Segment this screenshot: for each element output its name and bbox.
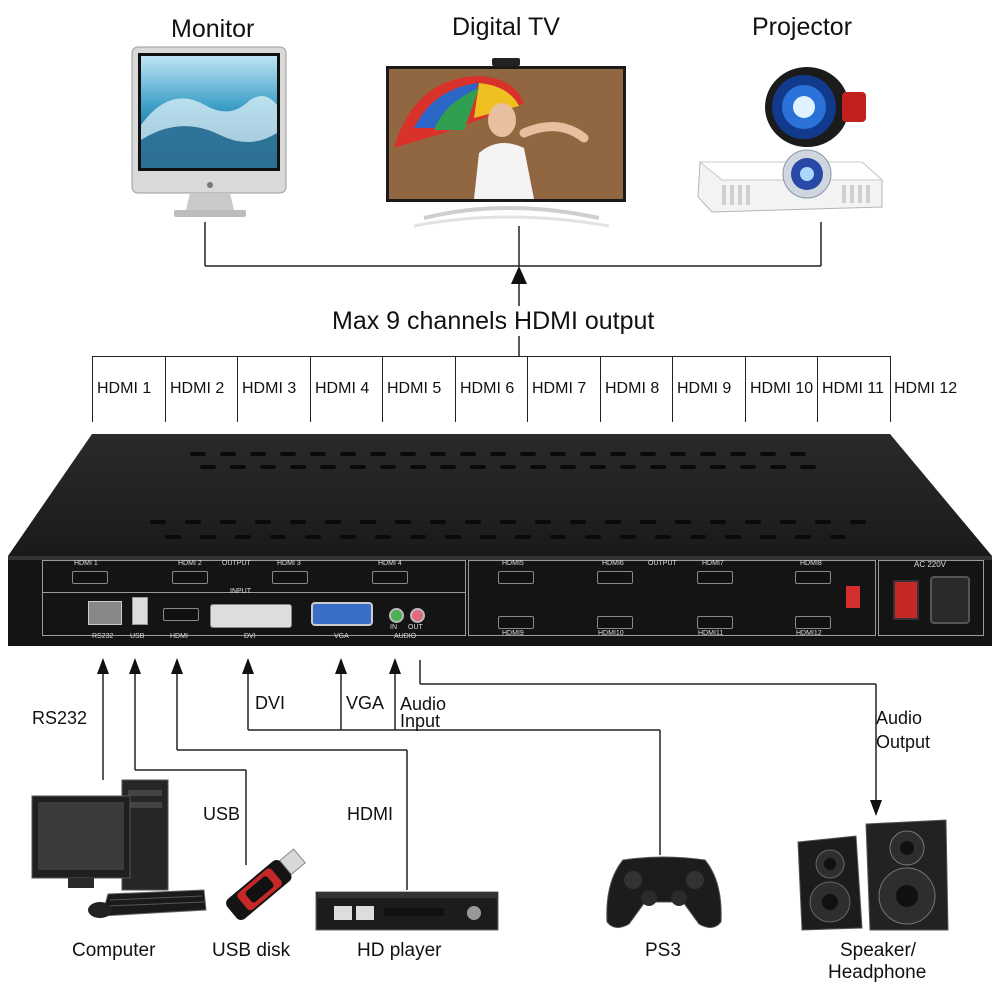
usb-port (132, 597, 148, 625)
channel-hdmi-1: HDMI 1 (97, 380, 152, 397)
speaker-label-1: Speaker/ (840, 940, 917, 961)
panel-label-hdmi4: HDMI 4 (378, 560, 402, 567)
vga-label: VGA (346, 693, 385, 713)
panel-label-usb: USB (130, 633, 145, 640)
hdmi-out-12-port (795, 616, 831, 629)
hdmi-in-port (163, 608, 199, 621)
hdmi-out-5-port (498, 571, 534, 584)
panel-label-vga: VGA (334, 633, 349, 640)
hdmi-out-1-port (72, 571, 108, 584)
audio-out-jack (410, 608, 425, 623)
channel-hdmi-6: HDMI 6 (460, 380, 515, 397)
channel-hdmi-2: HDMI 2 (170, 380, 225, 397)
hdmi-out-10-port (597, 616, 633, 629)
audio-out-label: OUT (408, 624, 423, 631)
hdmi-out-11-port (697, 616, 733, 629)
audio-input-label-2: Input (400, 711, 441, 731)
hdmi-out-2-port (172, 571, 208, 584)
monitor-image (131, 46, 287, 217)
output-connector-lines (204, 222, 822, 356)
rs232-port (88, 601, 122, 625)
hdmi-out-6-port (597, 571, 633, 584)
panel-label-hdmi5: HDMI5 (502, 560, 524, 567)
speaker-image (797, 819, 949, 931)
panel-left-section (42, 560, 466, 636)
panel-label-input: INPUT (230, 588, 251, 595)
channel-hdmi-5: HDMI 5 (387, 380, 442, 397)
audio-output-label-2: Output (876, 732, 931, 752)
input-connector-lines (97, 658, 882, 890)
panel-label-hdmi2: HDMI 2 (178, 560, 202, 567)
panel-label-hdmi8: HDMI8 (800, 560, 822, 567)
ps3-label: PS3 (645, 940, 681, 961)
panel-label-dvi: DVI (244, 633, 256, 640)
hd-player-image (315, 891, 499, 931)
monitor-label: Monitor (171, 15, 255, 43)
hd-player-label: HD player (357, 940, 442, 961)
channel-hdmi-3: HDMI 3 (242, 380, 297, 397)
projector-label: Projector (752, 13, 853, 41)
panel-label-hdmi9: HDMI9 (502, 630, 524, 637)
panel-label-hdmi7: HDMI7 (702, 560, 724, 567)
panel-label-output-left: OUTPUT (222, 560, 251, 567)
hdmi-out-7-port (697, 571, 733, 584)
dvi-port (210, 604, 292, 628)
ps3-controller-image (606, 856, 722, 928)
power-socket (930, 576, 970, 624)
panel-label-audio: AUDIO (394, 633, 417, 640)
channel-hdmi-7: HDMI 7 (532, 380, 587, 397)
power-label: AC 220V (914, 560, 947, 569)
speaker-label-2: Headphone (828, 962, 927, 983)
vga-port (311, 602, 373, 626)
panel-label-hdmi1: HDMI 1 (74, 560, 98, 567)
dip-switch (846, 586, 860, 608)
panel-label-rs232: RS232 (92, 633, 114, 640)
hdmi-out-8-port (795, 571, 831, 584)
channel-hdmi-11: HDMI 11 (822, 380, 884, 397)
computer-image (31, 779, 207, 918)
panel-label-hdmi12: HDMI12 (796, 630, 822, 637)
panel-label-hdmi-in: HDMI (170, 633, 188, 640)
usb-disk-image (226, 848, 306, 920)
hdmi-label: HDMI (347, 804, 393, 824)
power-switch (893, 580, 919, 620)
panel-right-section (468, 560, 876, 636)
audio-in-label: IN (390, 624, 397, 631)
channel-hdmi-10: HDMI 10 (750, 380, 814, 397)
audio-output-label-1: Audio (876, 708, 923, 728)
panel-label-hdmi10: HDMI10 (598, 630, 624, 637)
panel-left-divider (42, 592, 466, 593)
channel-hdmi-9: HDMI 9 (677, 380, 732, 397)
panel-label-hdmi11: HDMI11 (698, 630, 724, 637)
panel-label-hdmi6: HDMI6 (602, 560, 624, 567)
audio-input-label-1: Audio (400, 694, 447, 714)
hdmi-out-9-port (498, 616, 534, 629)
channel-hdmi-12: HDMI 12 (894, 380, 958, 397)
usb-label: USB (203, 804, 241, 824)
hdmi-out-3-port (272, 571, 308, 584)
channel-hdmi-8: HDMI 8 (605, 380, 660, 397)
usb-disk-label: USB disk (212, 940, 291, 961)
dvi-label: DVI (255, 693, 286, 713)
panel-power-section (878, 560, 984, 636)
digital-tv-image (386, 58, 626, 228)
panel-label-output-right: OUTPUT (648, 560, 677, 567)
audio-in-jack (389, 608, 404, 623)
digital-tv-label: Digital TV (452, 13, 560, 41)
channel-bracket-top (92, 356, 890, 357)
projector-image (697, 67, 884, 213)
channel-hdmi-4: HDMI 4 (315, 380, 370, 397)
panel-label-hdmi3: HDMI 3 (277, 560, 301, 567)
hdmi-out-4-port (372, 571, 408, 584)
computer-label: Computer (72, 940, 156, 961)
rs232-label: RS232 (32, 708, 88, 728)
output-caption: Max 9 channels HDMI output (332, 307, 655, 335)
